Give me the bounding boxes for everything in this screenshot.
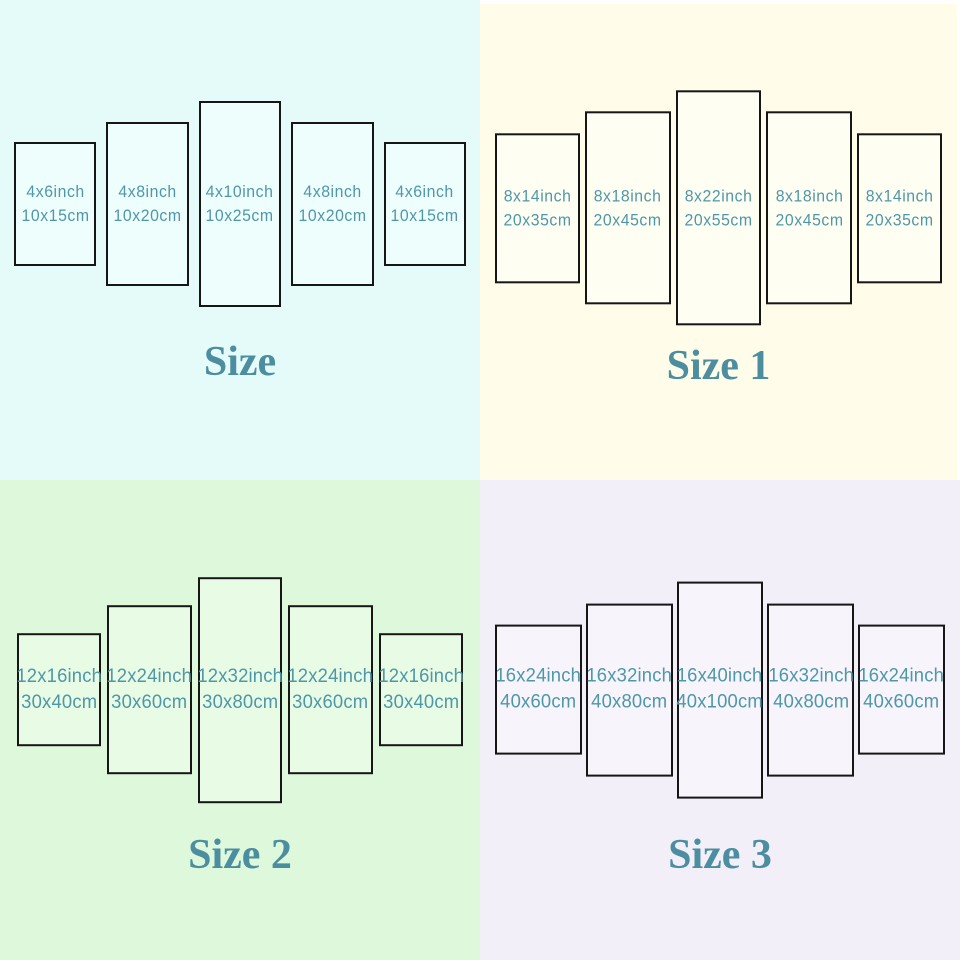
panel-outline: 12x16inch 30x40cm	[16, 633, 102, 747]
panel-size-label: 8x18inch 20x45cm	[775, 184, 843, 232]
panel-size-inch: 12x24inch	[106, 666, 193, 687]
panel-size-cm: 40x60cm	[863, 691, 940, 713]
panel-row: 8x14inch 20x35cm 8x18inch 20x45cm 8x22in…	[480, 90, 957, 326]
panel-outline: 8x14inch 20x35cm	[494, 133, 581, 283]
panel-size-label: 12x16inch 30x40cm	[16, 664, 102, 716]
panel-size-label: 8x22inch 20x55cm	[684, 184, 752, 232]
panel-size-label: 12x24inch 30x60cm	[288, 664, 374, 716]
panel-size-cm: 20x35cm	[865, 209, 934, 229]
panel-size-cm: 10x20cm	[298, 205, 367, 225]
panel-size-cm: 40x80cm	[772, 691, 849, 713]
panel-size-label: 12x16inch 30x40cm	[378, 664, 464, 716]
panel-size-label: 4x6inch 10x15cm	[391, 180, 459, 228]
panel-size-label: 16x32inch 40x80cm	[586, 664, 672, 716]
panel-size-label: 12x32inch 30x80cm	[197, 664, 283, 716]
panel-outline: 8x14inch 20x35cm	[856, 133, 943, 283]
panel-size-inch: 8x22inch	[684, 185, 753, 205]
panel-size-cm: 10x20cm	[113, 205, 182, 225]
panel-size-inch: 16x40inch	[677, 665, 763, 687]
panel-size-label: 16x32inch 40x80cm	[768, 664, 854, 716]
quadrant-title: Size 1	[666, 343, 771, 389]
panel-size-cm: 10x15cm	[21, 206, 90, 225]
panel-size-label: 8x18inch 20x45cm	[594, 184, 662, 232]
panel-size-inch: 12x32inch	[197, 666, 283, 687]
panel-outline: 16x40inch 40x100cm	[676, 581, 764, 799]
panel-size-inch: 12x16inch	[378, 665, 465, 687]
panel-size-inch: 16x32inch	[767, 665, 854, 687]
panel-size-inch: 4x8inch	[303, 181, 362, 201]
panel-size-label: 8x14inch 20x35cm	[866, 184, 934, 232]
panel-outline: 16x24inch 40x60cm	[495, 624, 582, 756]
panel-size-inch: 4x6inch	[25, 182, 85, 201]
panel-size-cm: 40x60cm	[500, 691, 577, 713]
panel-size-inch: 12x24inch	[287, 666, 374, 687]
quadrant-size-1: 8x14inch 20x35cm 8x18inch 20x45cm 8x22in…	[480, 0, 960, 480]
quadrant-title: Size 3	[668, 832, 772, 878]
panel-size-inch: 8x18inch	[594, 185, 662, 205]
panel-outline: 16x32inch 40x80cm	[585, 603, 673, 777]
panel-size-cm: 20x35cm	[503, 209, 572, 229]
quadrant-title: Size	[203, 339, 277, 385]
panel-size-label: 4x8inch 10x20cm	[298, 180, 366, 228]
panel-size-cm: 30x40cm	[20, 691, 97, 713]
panel-outline: 8x22inch 20x55cm	[675, 90, 762, 326]
panel-size-label: 4x6inch 10x15cm	[21, 180, 89, 228]
panel-size-inch: 16x24inch	[858, 665, 945, 687]
panel-size-label: 16x24inch 40x60cm	[859, 664, 945, 716]
panel-size-inch: 4x8inch	[118, 181, 177, 201]
panel-outline: 4x8inch 10x20cm	[291, 121, 374, 287]
panel-size-cm: 20x45cm	[593, 209, 662, 229]
panel-outline: 4x10inch 10x25cm	[198, 101, 282, 307]
panel-outline: 12x24inch 30x60cm	[288, 605, 374, 775]
quadrant-size-3: 16x24inch 40x60cm 16x32inch 40x80cm 16x4…	[480, 480, 960, 960]
panel-size-cm: 10x25cm	[205, 206, 275, 225]
panel-size-cm: 20x45cm	[775, 209, 844, 229]
panel-outline: 16x24inch 40x60cm	[858, 624, 945, 756]
panel-outline: 12x32inch 30x80cm	[197, 577, 283, 803]
panel-outline: 16x32inch 40x80cm	[767, 603, 855, 777]
panel-size-inch: 16x24inch	[495, 665, 582, 687]
panel-outline: 8x18inch 20x45cm	[585, 111, 671, 305]
panel-size-inch: 16x32inch	[586, 665, 673, 687]
panel-size-label: 12x24inch 30x60cm	[107, 664, 193, 716]
panel-size-inch: 8x18inch	[775, 185, 843, 205]
panel-size-cm: 10x15cm	[390, 206, 459, 225]
quadrant-size: 4x6inch 10x15cm 4x8inch 10x20cm 4x10inch…	[0, 0, 480, 480]
panel-outline: 4x8inch 10x20cm	[106, 121, 189, 287]
panel-size-cm: 30x60cm	[292, 692, 369, 713]
panel-size-cm: 30x60cm	[111, 692, 188, 713]
panel-size-cm: 20x55cm	[684, 209, 753, 229]
panel-size-inch: 4x10inch	[206, 182, 274, 201]
panel-outline: 4x6inch 10x15cm	[14, 142, 97, 266]
panel-size-label: 16x24inch 40x60cm	[496, 664, 582, 716]
panel-outline: 12x24inch 30x60cm	[107, 605, 193, 775]
panel-outline: 4x6inch 10x15cm	[383, 142, 466, 266]
panel-size-label: 16x40inch 40x100cm	[677, 664, 764, 716]
panel-size-inch: 8x14inch	[865, 185, 934, 205]
panel-row: 12x16inch 30x40cm 12x24inch 30x60cm 12x3…	[0, 577, 480, 803]
panel-size-label: 8x14inch 20x35cm	[503, 184, 571, 232]
panel-size-inch: 12x16inch	[15, 665, 102, 687]
panel-size-cm: 40x100cm	[676, 691, 764, 713]
panel-size-label: 4x10inch 10x25cm	[206, 180, 274, 228]
panel-outline: 12x16inch 30x40cm	[378, 633, 464, 747]
panel-row: 4x6inch 10x15cm 4x8inch 10x20cm 4x10inch…	[0, 101, 480, 307]
panel-outline: 8x18inch 20x45cm	[766, 111, 852, 305]
panel-size-cm: 40x80cm	[591, 691, 668, 713]
panel-size-inch: 8x14inch	[503, 185, 572, 205]
panel-size-inch: 4x6inch	[395, 182, 454, 201]
panel-size-label: 4x8inch 10x20cm	[114, 180, 182, 228]
quadrant-title: Size 2	[188, 832, 292, 878]
panel-size-cm: 30x40cm	[383, 691, 460, 713]
quadrant-size-2: 12x16inch 30x40cm 12x24inch 30x60cm 12x3…	[0, 480, 480, 960]
panel-size-cm: 30x80cm	[201, 692, 279, 713]
panel-row: 16x24inch 40x60cm 16x32inch 40x80cm 16x4…	[480, 581, 960, 799]
